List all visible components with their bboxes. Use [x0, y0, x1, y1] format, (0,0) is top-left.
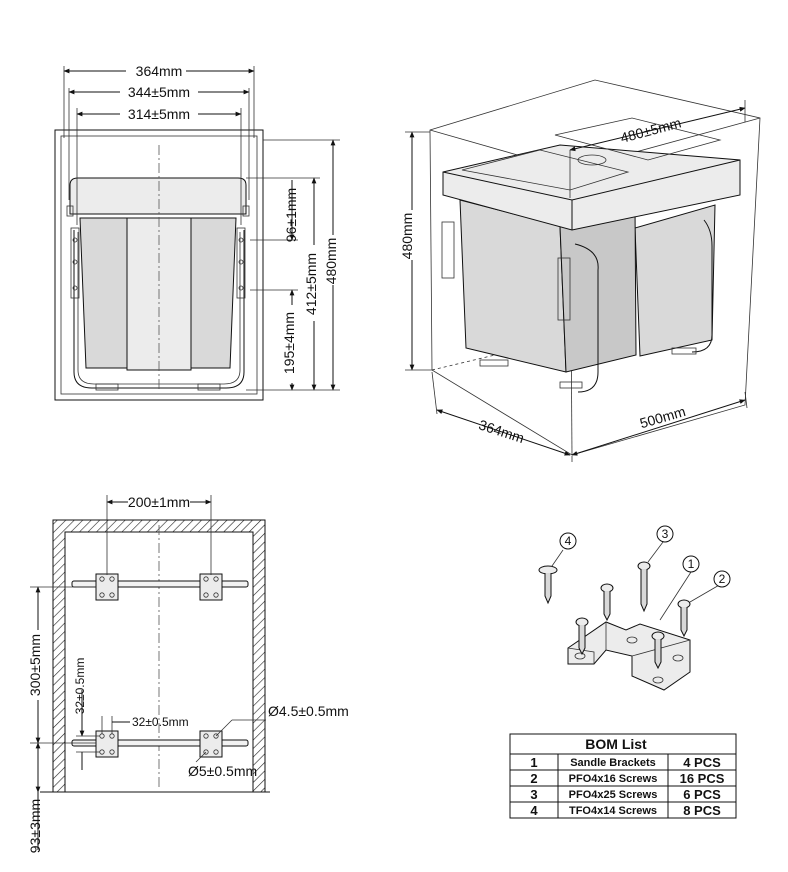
bom-row-no: 2	[530, 771, 537, 786]
iso-dim-height: 480mm	[399, 213, 415, 260]
bom-row-qty: 6 PCS	[683, 787, 721, 802]
bom-row-name: Sandle Brackets	[570, 757, 656, 769]
bom-row-name: PFO4x16 Screws	[569, 773, 658, 785]
screw-pfo4x16	[677, 599, 691, 638]
dim-height-412: 412±5mm	[303, 253, 319, 315]
bom-row-qty: 4 PCS	[683, 755, 721, 770]
dim-height-96: 96±1mm	[283, 188, 299, 242]
bom-row-qty: 8 PCS	[683, 803, 721, 818]
bom-row-no: 4	[530, 803, 538, 818]
bom-row-name: PFO4x25 Screws	[569, 789, 658, 801]
dim-bracket-spacing: 200±1mm	[128, 494, 190, 510]
screw-pfo4x16	[651, 631, 665, 670]
screw-pfo4x16	[575, 617, 589, 656]
sandle-bracket	[567, 621, 691, 691]
dim-width-mid: 344±5mm	[128, 84, 190, 100]
bom-row: 4 TFO4x14 Screws 8 PCS	[509, 801, 737, 819]
iso-dim-length: 500mm	[638, 403, 687, 431]
iso-bin-rear	[634, 204, 716, 357]
callout-4: 4	[565, 534, 572, 548]
dim-hole-pitch-v: 32±0.5mm	[73, 658, 87, 715]
bom-row-name: TFO4x14 Screws	[569, 805, 657, 817]
bom-row: 1 Sandle Brackets 4 PCS	[509, 753, 737, 771]
hardware-view: 4 3 1 2	[538, 525, 731, 691]
screw-tfo4x14	[538, 565, 558, 605]
bin-lid	[69, 177, 247, 215]
bom-table: BOM List 1 Sandle Brackets 4 PCS 2 PFO4x…	[509, 733, 737, 819]
iso-bin-front-left	[459, 199, 567, 373]
bom-row-no: 1	[530, 755, 537, 770]
screw-pfo4x16	[600, 583, 614, 622]
dim-hole-dia-large: Ø5±0.5mm	[188, 763, 257, 779]
dim-rail-spacing: 300±5mm	[27, 634, 43, 696]
screw-pfo4x25	[637, 561, 651, 613]
cabinet-outline	[54, 129, 264, 401]
dim-height-480: 480mm	[323, 238, 339, 285]
dim-width-inner: 314±5mm	[128, 106, 190, 122]
mounting-view: 200±1mm 300±5mm 93±3mm 32±0.5mm 32±0.5mm…	[26, 494, 349, 853]
bom-row-no: 3	[530, 787, 537, 802]
dim-width-outer: 364mm	[136, 63, 183, 79]
callout-1: 1	[688, 557, 695, 571]
dim-hole-pitch-h: 32±0.5mm	[132, 715, 189, 729]
front-view: 364mm 344±5mm 314±5mm 96±1mm 195±4mm 412…	[54, 62, 340, 401]
callout-2: 2	[719, 572, 726, 586]
bom-title: BOM List	[585, 736, 647, 752]
bom-row: 3 PFO4x25 Screws 6 PCS	[509, 785, 737, 803]
iso-view: 480±5mm 480mm 364mm 500mm	[399, 79, 761, 462]
dim-height-195: 195±4mm	[281, 312, 297, 374]
iso-dim-width: 364mm	[477, 416, 526, 446]
bom-row-qty: 16 PCS	[680, 771, 725, 786]
bom-row: 2 PFO4x16 Screws 16 PCS	[509, 769, 737, 787]
callout-3: 3	[662, 527, 669, 541]
dim-hole-dia-small: Ø4.5±0.5mm	[268, 703, 349, 719]
iso-lid	[442, 144, 741, 231]
dim-bottom-offset: 93±3mm	[27, 799, 43, 853]
